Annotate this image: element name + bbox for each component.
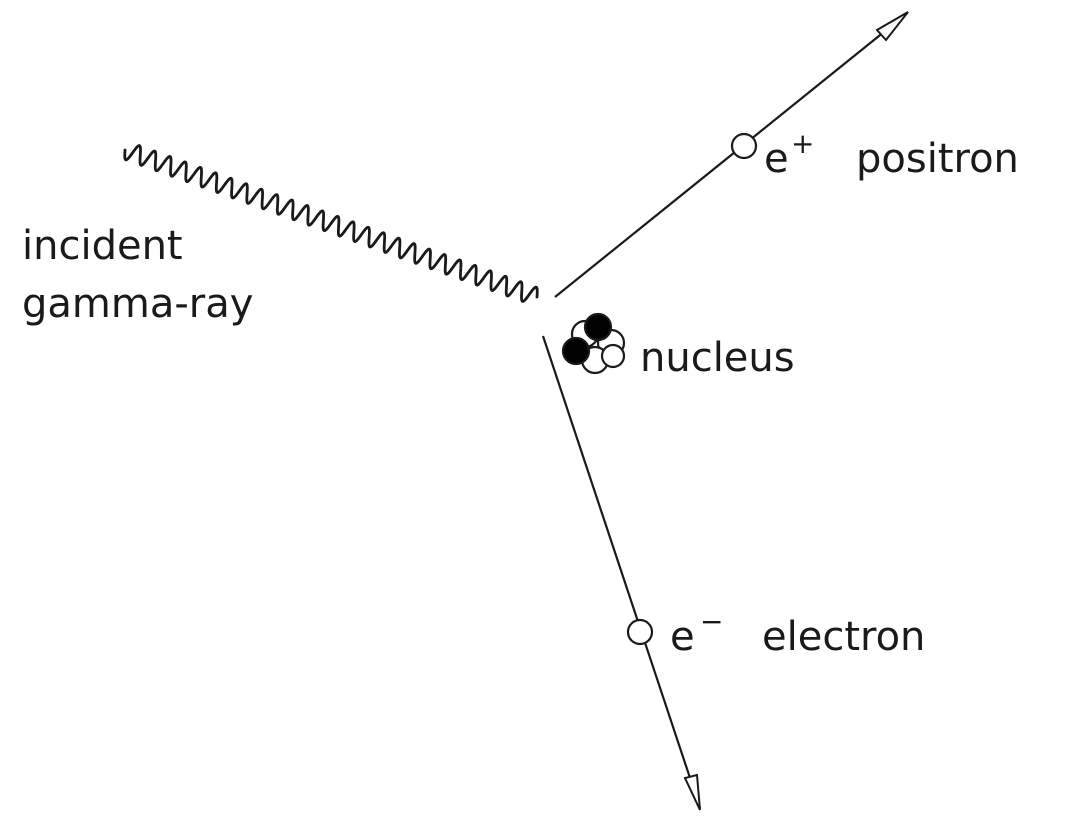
electron-charge: − xyxy=(700,605,723,638)
positron-track xyxy=(555,15,905,297)
incident-label-line2: gamma-ray xyxy=(22,281,253,327)
electron-particle xyxy=(628,620,652,644)
nucleus-cluster xyxy=(563,314,624,373)
electron-track xyxy=(543,336,700,808)
electron-label: electron xyxy=(762,614,925,660)
nucleus-label: nucleus xyxy=(640,335,795,381)
positron-charge: + xyxy=(791,127,814,160)
incident-label-line1: incident xyxy=(22,223,183,269)
nucleon-proton xyxy=(563,338,589,364)
electron-symbol: e xyxy=(670,614,695,660)
positron-label: positron xyxy=(856,136,1019,182)
positron-particle xyxy=(732,134,756,158)
positron-arrowhead xyxy=(877,12,908,40)
gamma-ray-wave xyxy=(125,146,537,302)
positron-symbol: e xyxy=(764,136,789,182)
nucleon-neutron xyxy=(585,314,611,340)
electron-arrowhead xyxy=(685,775,700,810)
nucleon-neutron xyxy=(602,345,624,367)
